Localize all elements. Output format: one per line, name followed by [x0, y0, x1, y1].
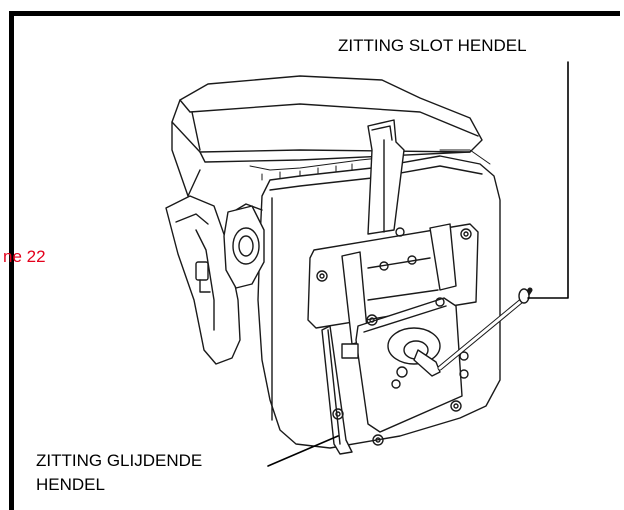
- pivot-knob: [223, 205, 265, 289]
- label-seat-lock-lever: ZITTING SLOT HENDEL: [338, 36, 527, 55]
- label-seat-slide-lever-line1: ZITTING GLIJDENDE: [36, 451, 203, 470]
- slide-rails: [341, 223, 457, 345]
- label-seat-slide-lever-line2: HENDEL: [36, 475, 105, 494]
- frame-left-border: [9, 11, 14, 510]
- frame-top-border: [10, 11, 620, 16]
- cut-off-reference-text: ne 22: [3, 247, 46, 266]
- leader-line-seat-slide: [267, 435, 339, 467]
- cushion-seams: [249, 149, 491, 181]
- seat-lock-lever-rod: [437, 287, 533, 371]
- seat-slide-lever-rod: [321, 325, 359, 455]
- lock-mechanism: [387, 327, 441, 389]
- upper-bracket: [367, 119, 405, 235]
- leader-line-seat-lock: [527, 61, 569, 299]
- left-armrest: [165, 195, 241, 365]
